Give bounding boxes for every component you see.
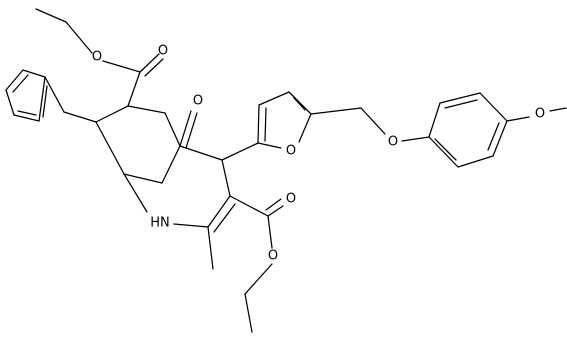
furan-oxygen-label: O — [286, 144, 296, 159]
ketone-oxygen-label: O — [193, 94, 203, 109]
methoxy-oxygen-label: O — [535, 107, 545, 122]
atom-labels: O O O O O O HN O O — [92, 44, 545, 264]
aryl-ether-oxygen-label: O — [388, 135, 398, 150]
ester2-ether-oxygen-label: O — [268, 249, 278, 264]
ester2-carbonyl-oxygen-label: O — [286, 192, 296, 207]
ring-nitrogen-label: HN — [150, 216, 170, 231]
ester1-ether-oxygen-label: O — [92, 50, 102, 65]
ester1-carbonyl-oxygen-label: O — [158, 44, 168, 59]
bonds — [5, 8, 567, 333]
